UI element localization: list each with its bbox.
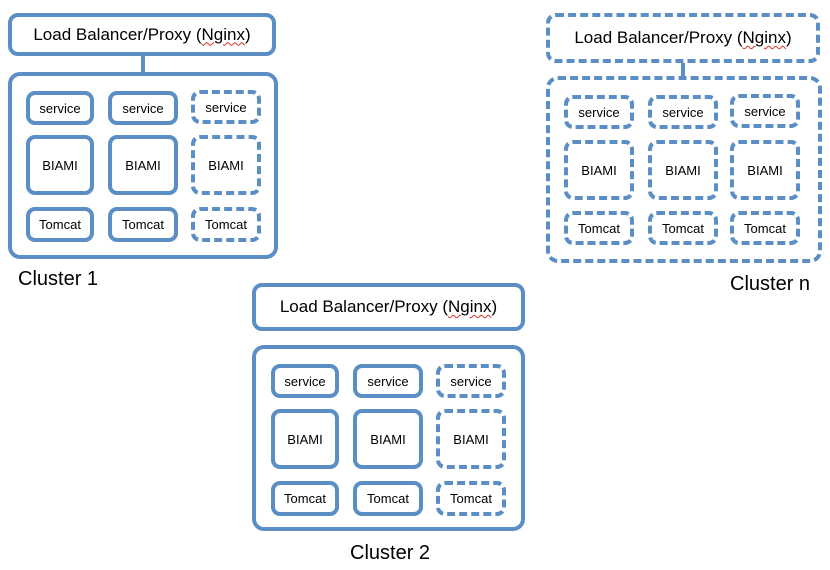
- cluster-n-tomcat-2: Tomcat: [648, 211, 718, 245]
- cluster-n-tomcat-3: Tomcat: [730, 211, 800, 245]
- cluster-n-service-2: service: [648, 95, 718, 129]
- cluster-n-service-1: service: [564, 95, 634, 129]
- cluster-2-tomcat-1: Tomcat: [271, 481, 339, 516]
- cluster-n-load-balancer: Load Balancer/Proxy (Nginx): [546, 13, 820, 63]
- cluster-1-tomcat-3: Tomcat: [191, 207, 261, 242]
- cluster-1-load-balancer-label: Load Balancer/Proxy (Nginx): [33, 24, 251, 44]
- cluster-n-service-3: service: [730, 94, 800, 128]
- cluster-1-service-3: service: [191, 90, 261, 124]
- cluster-2-tomcat-2: Tomcat: [353, 481, 423, 516]
- cluster-1-tomcat-1: Tomcat: [26, 207, 94, 242]
- cluster-n-tomcat-1: Tomcat: [564, 211, 634, 245]
- cluster-1-service-2: service: [108, 91, 178, 125]
- cluster-1-biami-1: BIAMI: [26, 135, 94, 195]
- cluster-n-biami-2: BIAMI: [648, 140, 718, 200]
- cluster-2-biami-1: BIAMI: [271, 409, 339, 469]
- cluster-n-load-balancer-label: Load Balancer/Proxy (Nginx): [574, 28, 792, 47]
- cluster-1-caption: Cluster 1: [18, 268, 99, 290]
- cluster-n-biami-1: BIAMI: [564, 140, 634, 200]
- cluster-n-caption: Cluster n: [730, 273, 811, 295]
- cluster-2-service-2: service: [353, 364, 423, 398]
- cluster-1-biami-2: BIAMI: [108, 135, 178, 195]
- cluster-2-load-balancer: Load Balancer/Proxy (Nginx): [252, 283, 525, 331]
- cluster-2-caption: Cluster 2: [350, 542, 431, 564]
- cluster-n-biami-3: BIAMI: [730, 140, 800, 200]
- cluster-2-load-balancer-label: Load Balancer/Proxy (Nginx): [279, 297, 498, 316]
- cluster-1-load-balancer: Load Balancer/Proxy (Nginx): [8, 13, 276, 56]
- cluster-n-connector: [681, 63, 685, 77]
- cluster-1-tomcat-2: Tomcat: [108, 207, 178, 242]
- cluster-2-biami-3: BIAMI: [436, 409, 506, 469]
- cluster-2-biami-2: BIAMI: [353, 409, 423, 469]
- cluster-2-tomcat-3: Tomcat: [436, 481, 506, 516]
- cluster-2-service-3: service: [436, 364, 506, 398]
- cluster-1-connector: [141, 56, 145, 73]
- cluster-1-biami-3: BIAMI: [191, 135, 261, 195]
- cluster-2-service-1: service: [271, 364, 339, 398]
- cluster-1-service-1: service: [26, 91, 94, 125]
